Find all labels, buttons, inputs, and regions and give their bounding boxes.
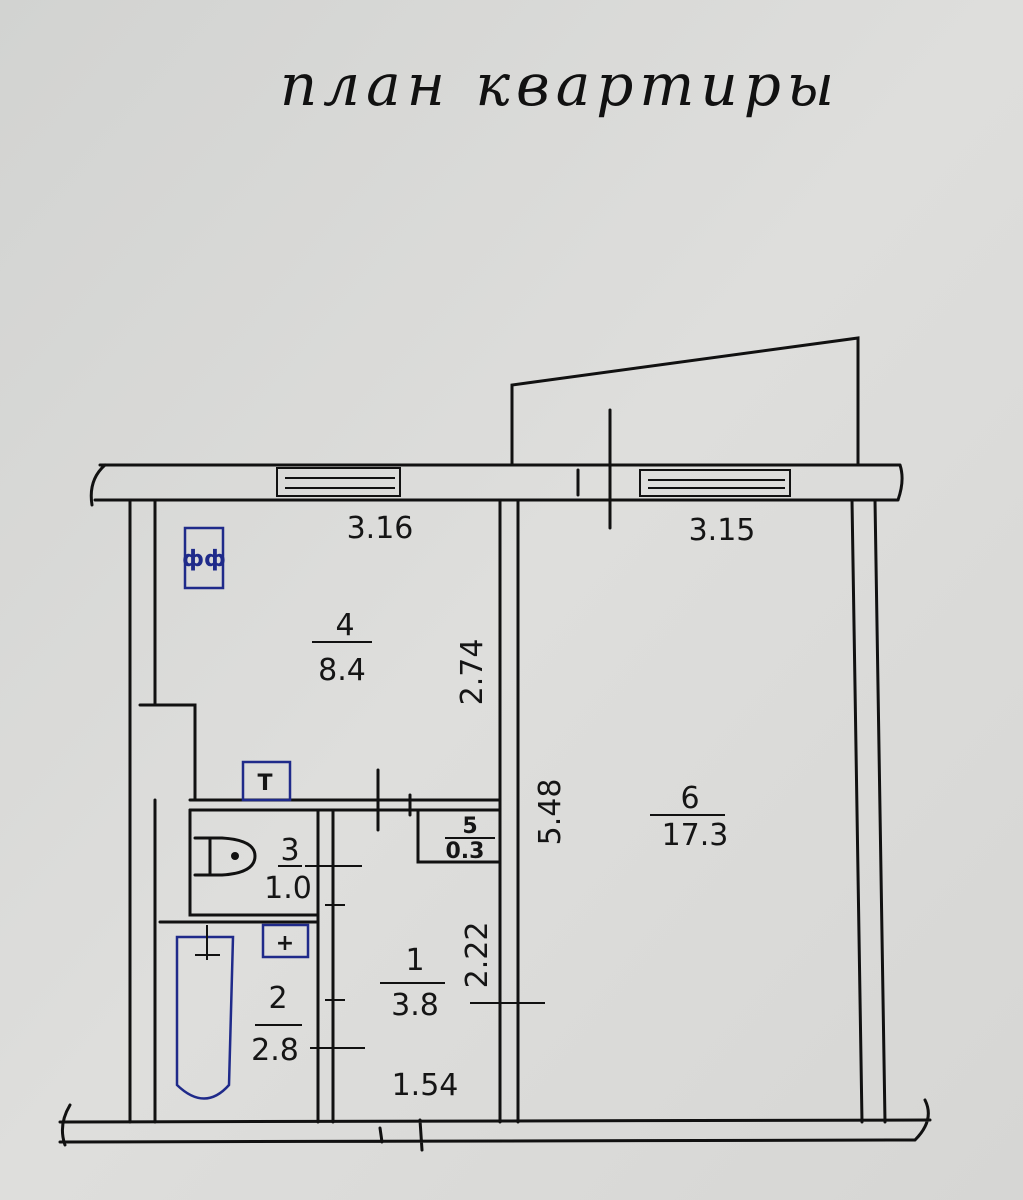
svg-text:1.0: 1.0 [264,871,312,906]
dim-room-length: 5.48 [533,779,568,846]
svg-text:фф: фф [182,547,226,572]
dim-kitchen-length: 2.74 [455,639,490,706]
right-wall [850,498,887,1124]
tick-marks [305,865,545,1049]
dim-kitchen-width: 3.16 [347,511,414,546]
bathtub-icon [175,935,235,1100]
svg-text:1: 1 [405,943,424,978]
dim-corridor-length: 2.22 [460,922,495,989]
room-label-4: 4 8.4 [312,608,372,688]
room-label-5: 5 0.3 [445,814,495,864]
balcony-door-mark [576,408,612,530]
svg-text:+: + [276,931,294,956]
room-label-3: 3 1.0 [264,833,312,906]
dim-room-width: 3.15 [689,513,756,548]
balcony-outline [510,336,860,467]
svg-text:3.8: 3.8 [391,988,439,1023]
top-wall [89,408,904,530]
room-window [639,469,791,497]
kitchen-wall [188,768,502,832]
corridor-niche [138,703,197,802]
svg-text:0.3: 0.3 [446,839,485,864]
closet-walls [416,808,502,864]
svg-text:6: 6 [680,781,699,816]
svg-text:4: 4 [335,608,354,643]
room-label-6: 6 17.3 [650,781,728,853]
toilet-walls [158,808,335,1124]
svg-text:2.8: 2.8 [251,1033,299,1068]
svg-text:2: 2 [268,981,287,1016]
svg-text:3: 3 [280,833,299,868]
toilet-fixture-icon [193,836,257,877]
plan-title: план квартиры [280,51,840,119]
riser-bottom-icon: + [261,923,310,959]
bath-tap-icon [195,925,220,960]
svg-text:T: T [257,771,272,796]
riser-top-icon: T [241,760,292,802]
bottom-wall [58,1098,932,1152]
room-label-1: 1 3.8 [380,943,445,1023]
svg-text:17.3: 17.3 [662,818,729,853]
left-wall [128,498,157,1124]
dim-corridor-width: 1.54 [392,1068,459,1103]
svg-text:5: 5 [462,814,477,839]
svg-text:8.4: 8.4 [318,653,366,688]
room-label-2: 2 2.8 [251,981,302,1068]
kitchen-window [276,467,401,497]
gas-stove-icon: фф [182,526,226,590]
